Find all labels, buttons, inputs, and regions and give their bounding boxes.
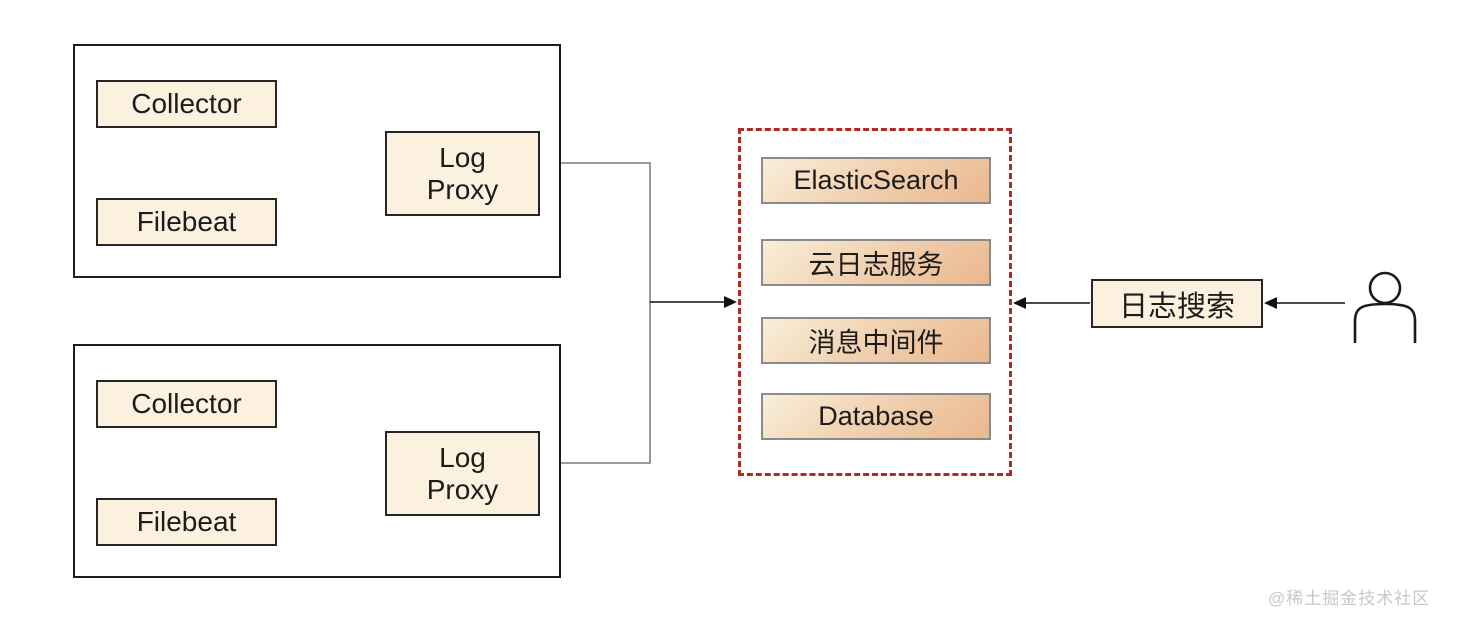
log-proxy-node: Log Proxy <box>385 131 540 216</box>
service-message-middleware: 消息中间件 <box>761 317 991 364</box>
log-proxy-label: Log Proxy <box>426 142 499 205</box>
log-proxy-label: Log Proxy <box>426 442 499 505</box>
agent-group-2: Collector Filebeat Log Proxy <box>73 344 561 578</box>
log-search-label: 日志搜索 <box>1118 290 1235 323</box>
collector-node: Collector <box>96 380 277 428</box>
filebeat-node: Filebeat <box>96 198 277 246</box>
groups-merge-connector <box>561 162 651 464</box>
filebeat-label: Filebeat <box>136 206 237 238</box>
filebeat-node: Filebeat <box>96 498 277 546</box>
service-label: 消息中间件 <box>808 328 944 358</box>
filebeat-label: Filebeat <box>136 506 237 538</box>
collector-label: Collector <box>131 88 242 120</box>
user-icon <box>1353 271 1417 343</box>
search-to-services-arrowhead <box>1013 297 1026 309</box>
log-search-node: 日志搜索 <box>1091 279 1263 328</box>
agent-group-1: Collector Filebeat Log Proxy <box>73 44 561 278</box>
collector-node: Collector <box>96 80 277 128</box>
collector-label: Collector <box>131 388 242 420</box>
user-to-search-arrowhead <box>1264 297 1277 309</box>
service-label: ElasticSearch <box>793 165 959 195</box>
service-label: Database <box>818 401 934 431</box>
service-elasticsearch: ElasticSearch <box>761 157 991 204</box>
services-in-arrowhead <box>724 296 737 308</box>
service-database: Database <box>761 393 991 440</box>
services-dashed-container: ElasticSearch 云日志服务 消息中间件 Database <box>738 128 1012 476</box>
watermark: @稀土掘金技术社区 <box>1268 589 1431 608</box>
service-cloud-log: 云日志服务 <box>761 239 991 286</box>
log-proxy-node: Log Proxy <box>385 431 540 516</box>
service-label: 云日志服务 <box>808 250 944 280</box>
